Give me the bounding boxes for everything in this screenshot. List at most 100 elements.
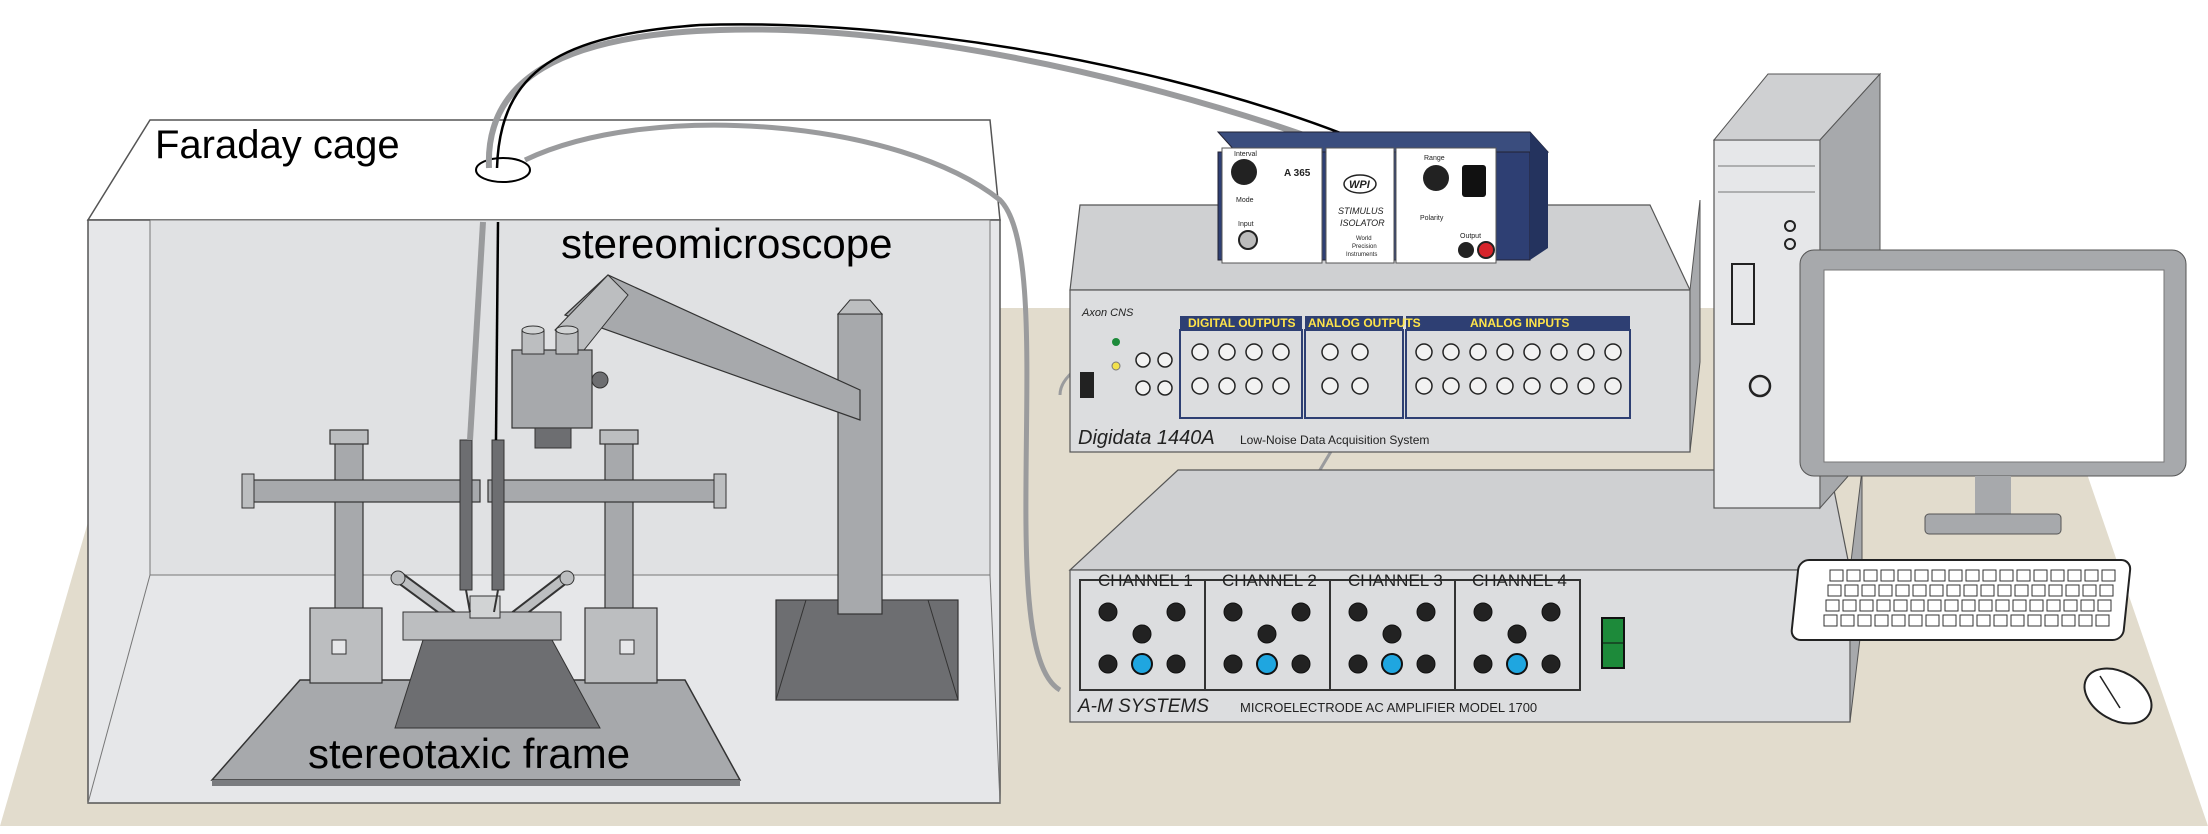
amp-channel-4: CHANNEL 4: [1472, 571, 1567, 590]
mouse: [2083, 667, 2153, 725]
bnc-connector: [1157, 380, 1173, 396]
digidata-tab-analog-out: ANALOG OUTPUTS: [1308, 316, 1421, 330]
keyboard-key: [2033, 569, 2048, 582]
keyboard-key: [2031, 584, 2046, 597]
bnc-connector: [1351, 343, 1369, 361]
bnc-connector: [1321, 343, 1339, 361]
bnc-connector: [1191, 343, 1209, 361]
bnc-connector: [1604, 343, 1622, 361]
bnc-connector: [1550, 377, 1568, 395]
keyboard-key: [1827, 584, 1842, 597]
bnc-connector: [1218, 343, 1236, 361]
bnc-connector: [1157, 352, 1173, 368]
keyboard-key: [1874, 614, 1889, 627]
keyboard-key: [1927, 599, 1942, 612]
bnc-connector: [1523, 377, 1541, 395]
stereomicroscope-label: stereomicroscope: [561, 220, 892, 267]
keyboard-key: [2065, 584, 2080, 597]
keyboard-key: [1908, 614, 1923, 627]
amp-connector: [1541, 602, 1561, 622]
keyboard-key: [1995, 599, 2010, 612]
keyboard-key: [1948, 569, 1963, 582]
faraday-cage-label: Faraday cage: [155, 123, 400, 167]
keyboard-key: [1859, 599, 1874, 612]
keyboard-key: [1823, 614, 1838, 627]
bnc-connector: [1135, 352, 1151, 368]
keyboard-key: [2014, 584, 2029, 597]
amp-connector: [1098, 602, 1118, 622]
bnc-connector: [1351, 377, 1369, 395]
keyboard-key: [1959, 614, 1974, 627]
keyboard-key: [1982, 569, 1997, 582]
keyboard-key: [2097, 599, 2112, 612]
amp-connector: [1223, 654, 1243, 674]
keyboard-key: [2080, 599, 2095, 612]
keyboard-key: [1893, 599, 1908, 612]
keyboard-key: [1976, 614, 1991, 627]
keyboard-key: [1880, 569, 1895, 582]
amp-connector: [1291, 654, 1311, 674]
stimulus-isolator: [1216, 131, 1550, 264]
keyboard-key: [2095, 614, 2110, 627]
keyboard-key: [2027, 614, 2042, 627]
keyboard-key: [1844, 584, 1859, 597]
bnc-connector: [1272, 377, 1290, 395]
keyboard-key: [1914, 569, 1929, 582]
amp-connector: [1473, 654, 1493, 674]
keyboard-keys: [1823, 569, 2116, 627]
isolator-mode-label: Mode: [1236, 197, 1254, 204]
amp-connector: [1166, 654, 1186, 674]
bnc-connector: [1577, 377, 1595, 395]
keyboard-key: [2078, 614, 2093, 627]
amp-connector: [1473, 602, 1493, 622]
amp-connector: [1541, 654, 1561, 674]
isolator-output-label: Output: [1460, 233, 1481, 240]
amp-connector: [1416, 602, 1436, 622]
keyboard-key: [1993, 614, 2008, 627]
amp-blue-indicator: [1256, 653, 1278, 675]
bnc-connector: [1245, 343, 1263, 361]
amp-channel-3: CHANNEL 3: [1348, 571, 1443, 590]
keyboard-key: [2082, 584, 2097, 597]
isolator-maker-1: World: [1356, 236, 1372, 242]
bnc-connector: [1496, 377, 1514, 395]
keyboard-key: [1840, 614, 1855, 627]
amp-channel-2: CHANNEL 2: [1222, 571, 1317, 590]
bnc-connector: [1469, 377, 1487, 395]
keyboard: [1790, 559, 2132, 641]
keyboard-key: [1912, 584, 1927, 597]
bnc-connector: [1191, 377, 1209, 395]
keyboard-key: [1978, 599, 1993, 612]
keyboard-key: [2012, 599, 2027, 612]
amp-connector: [1166, 602, 1186, 622]
bnc-connector: [1523, 343, 1541, 361]
keyboard-key: [1961, 599, 1976, 612]
keyboard-key: [1876, 599, 1891, 612]
bnc-connector: [1245, 377, 1263, 395]
amp-connector: [1291, 602, 1311, 622]
amp-connectors: [1098, 602, 1561, 675]
bnc-connector: [1604, 377, 1622, 395]
bnc-connector: [1577, 343, 1595, 361]
bnc-connectors: [1135, 343, 1622, 396]
amp-connector: [1507, 624, 1527, 644]
keyboard-key: [1825, 599, 1840, 612]
keyboard-key: [1857, 614, 1872, 627]
keyboard-key: [1829, 569, 1844, 582]
keyboard-key: [1931, 569, 1946, 582]
keyboard-key: [1963, 584, 1978, 597]
keyboard-key: [1999, 569, 2014, 582]
amp-connector: [1382, 624, 1402, 644]
amp-connector: [1257, 624, 1277, 644]
keyboard-key: [2046, 599, 2061, 612]
amp-connector: [1098, 654, 1118, 674]
keyboard-key: [1895, 584, 1910, 597]
isolator-title-1: STIMULUS: [1338, 206, 1384, 216]
bnc-connector: [1218, 377, 1236, 395]
keyboard-key: [2084, 569, 2099, 582]
keyboard-key: [2099, 584, 2114, 597]
keyboard-key: [1965, 569, 1980, 582]
keyboard-key: [2044, 614, 2059, 627]
keyboard-key: [2063, 599, 2078, 612]
